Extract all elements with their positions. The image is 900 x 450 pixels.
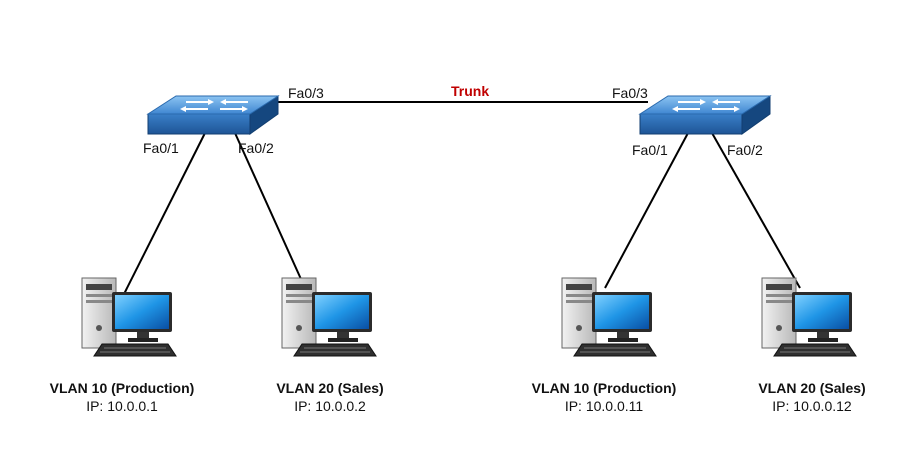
pc-1-caption: VLAN 10 (Production) IP: 10.0.0.1	[32, 380, 212, 414]
pc-1-icon	[81, 277, 177, 357]
pc-4-icon	[761, 277, 857, 357]
switch-right-icon	[639, 95, 771, 135]
left-port-fa01: Fa0/1	[143, 140, 179, 156]
pc-1-vlan: VLAN 10 (Production)	[49, 380, 195, 396]
pc-3-ip: IP: 10.0.0.11	[564, 398, 644, 414]
pc-2-caption: VLAN 20 (Sales) IP: 10.0.0.2	[240, 380, 420, 414]
right-port-fa03: Fa0/3	[612, 85, 648, 101]
pc-2-vlan: VLAN 20 (Sales)	[276, 380, 384, 396]
pc-4-ip: IP: 10.0.0.12	[772, 398, 852, 414]
right-port-fa02: Fa0/2	[727, 142, 763, 158]
link-left-fa02	[234, 132, 306, 289]
link-right-fa01	[604, 132, 689, 289]
trunk-label: Trunk	[451, 83, 490, 99]
switch-left-icon	[147, 95, 279, 135]
pc-3-caption: VLAN 10 (Production) IP: 10.0.0.11	[514, 380, 694, 414]
pc-4-caption: VLAN 20 (Sales) IP: 10.0.0.12	[722, 380, 900, 414]
pc-2-icon	[281, 277, 377, 357]
left-port-fa03: Fa0/3	[288, 85, 324, 101]
right-port-fa01: Fa0/1	[632, 142, 668, 158]
pc-1-ip: IP: 10.0.0.1	[86, 398, 158, 414]
pc-3-vlan: VLAN 10 (Production)	[531, 380, 677, 396]
pc-2-ip: IP: 10.0.0.2	[294, 398, 366, 414]
left-port-fa02: Fa0/2	[238, 140, 274, 156]
link-left-fa01	[119, 132, 206, 303]
pc-4-vlan: VLAN 20 (Sales)	[758, 380, 866, 396]
pc-3-icon	[561, 277, 657, 357]
link-right-fa02	[711, 132, 801, 289]
